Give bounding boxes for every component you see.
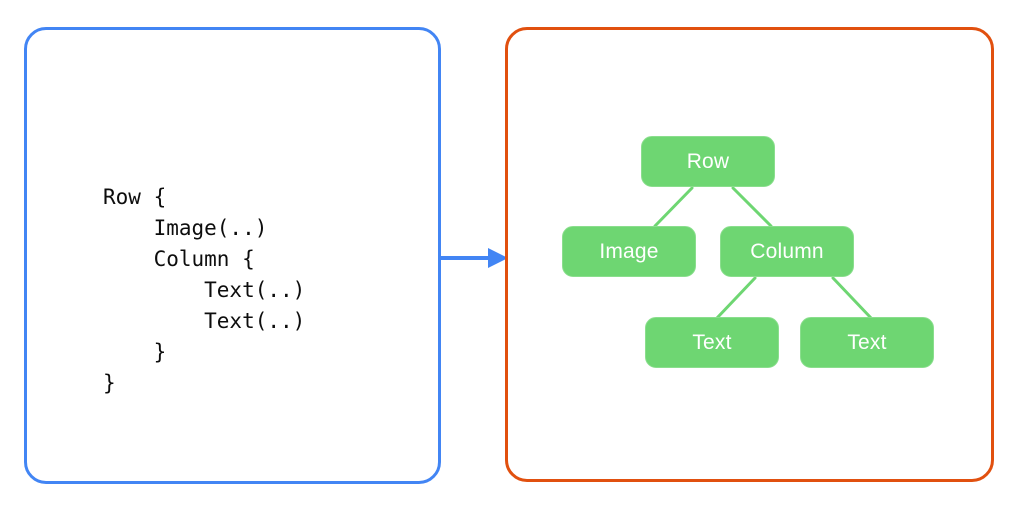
tree-node-label: Column xyxy=(750,239,824,263)
tree-node-label: Row xyxy=(686,149,730,173)
tree-node-row[interactable]: Row xyxy=(641,136,775,187)
code-panel: Row { Image(..) Column { Text(..) Text(.… xyxy=(24,27,441,484)
tree-node-label: Image xyxy=(599,239,659,263)
tree-node-label: Text xyxy=(692,330,732,354)
tree-node-column[interactable]: Column xyxy=(720,226,854,277)
tree-node-image[interactable]: Image xyxy=(562,226,696,277)
tree-node-text-1[interactable]: Text xyxy=(645,317,779,368)
code-snippet: Row { Image(..) Column { Text(..) Text(.… xyxy=(103,185,306,395)
flow-arrow-icon xyxy=(440,248,508,268)
tree-node-text-2[interactable]: Text xyxy=(800,317,934,368)
tree-node-label: Text xyxy=(847,330,887,354)
